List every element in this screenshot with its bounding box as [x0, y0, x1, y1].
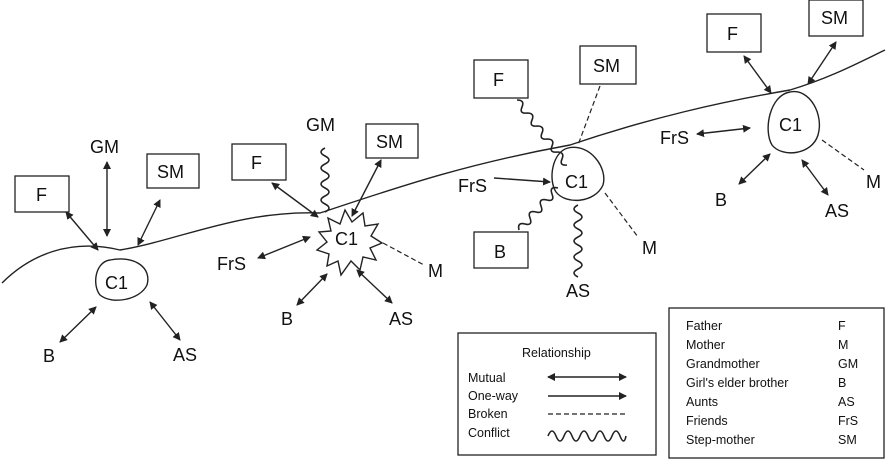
stepmother-box	[579, 45, 637, 85]
key-legend-name: Friends	[686, 414, 728, 428]
father-label: F	[251, 153, 262, 173]
broken-line-stepmother	[577, 85, 601, 146]
aunts-label: AS	[825, 201, 849, 221]
stage-1: C1 F GM SM B AS	[14, 137, 200, 366]
mutual-arrow-father	[743, 55, 772, 94]
mutual-arrow-brother	[59, 306, 97, 343]
child-node	[551, 146, 605, 202]
broken-line-mother	[604, 192, 639, 238]
key-legend-rows: Father F Mother M Grandmother GM Girl's elder …	[686, 319, 858, 447]
key-legend: Father F Mother M Grandmother GM Girl's elder …	[668, 307, 885, 459]
stepmother-box	[365, 123, 419, 159]
child-node	[767, 91, 820, 154]
brother-label: B	[281, 309, 293, 329]
father-label: F	[493, 70, 504, 90]
mutual-arrow-aunts	[801, 159, 829, 196]
mutual-arrow-father	[65, 211, 99, 251]
aunts-label: AS	[389, 309, 413, 329]
broken-line-mother	[821, 139, 865, 171]
key-legend-name: Girl's elder brother	[686, 376, 788, 390]
key-legend-abbr: AS	[838, 395, 855, 409]
key-legend-abbr: GM	[838, 357, 858, 371]
child-label: C1	[565, 172, 588, 192]
key-legend-name: Father	[686, 319, 722, 333]
key-legend-name: Step-mother	[686, 433, 755, 447]
father-box	[473, 59, 529, 99]
child-label: C1	[779, 115, 802, 135]
mutual-arrow-friends	[696, 124, 751, 138]
mutual-arrow-aunts	[149, 301, 181, 341]
aunts-label: AS	[173, 345, 197, 365]
timeline-curve	[1, 49, 886, 284]
stepmother-label: SM	[593, 56, 620, 76]
key-legend-abbr: SM	[838, 433, 857, 447]
conflict-line-brother	[517, 186, 559, 231]
relationship-legend-title: Relationship	[522, 346, 591, 360]
legend-label-broken: Broken	[468, 407, 508, 421]
friends-label: FrS	[217, 254, 246, 274]
key-legend-box	[668, 307, 885, 459]
friends-label: FrS	[660, 128, 689, 148]
stepmother-box	[146, 153, 200, 189]
child-label: C1	[105, 273, 128, 293]
key-legend-abbr: M	[838, 338, 848, 352]
key-legend-name: Grandmother	[686, 357, 760, 371]
brother-label: B	[494, 242, 506, 262]
aunts-label: AS	[566, 281, 590, 301]
child-node-conflict	[315, 208, 384, 277]
stepmother-box	[808, 0, 864, 37]
grandmother-label: GM	[90, 137, 119, 157]
legend-label-one-way: One-way	[468, 389, 519, 403]
conflict-line-aunts	[573, 204, 583, 278]
grandmother-label: GM	[306, 115, 335, 135]
stepmother-label: SM	[376, 132, 403, 152]
mutual-arrow-friends	[257, 235, 311, 260]
stepmother-label: SM	[821, 8, 848, 28]
one-way-arrow-friends	[493, 177, 551, 186]
stage-2: C1 F GM SM FrS B AS M	[217, 115, 443, 329]
legend-conflict-wave	[547, 430, 627, 442]
mutual-arrow-stepmother	[351, 159, 382, 217]
father-box	[14, 175, 70, 213]
relationship-legend: Relationship Mutual One-way Broken Confl…	[457, 332, 657, 456]
father-box	[231, 143, 287, 181]
mutual-arrow-brother	[296, 273, 328, 306]
mutual-arrow-stepmother	[137, 199, 161, 246]
mutual-arrow-father	[271, 182, 319, 218]
legend-label-mutual: Mutual	[468, 371, 506, 385]
father-box	[706, 13, 762, 53]
father-label: F	[727, 24, 738, 44]
key-legend-abbr: B	[838, 376, 846, 390]
brother-label: B	[715, 190, 727, 210]
key-legend-abbr: F	[838, 319, 846, 333]
stage-3: C1 F SM FrS B AS M	[458, 45, 657, 301]
mutual-arrow-stepmother	[807, 41, 837, 85]
mutual-arrow-brother	[738, 153, 771, 185]
friends-label: FrS	[458, 176, 487, 196]
child-label: C1	[335, 229, 358, 249]
mother-label: M	[642, 238, 657, 258]
stage-4: C1 F SM FrS B AS M	[660, 0, 881, 221]
brother-label: B	[43, 346, 55, 366]
mother-label: M	[866, 172, 881, 192]
mutual-arrow-aunts	[356, 269, 393, 304]
legend-label-conflict: Conflict	[468, 426, 510, 440]
stepmother-label: SM	[157, 162, 184, 182]
conflict-line-grandmother	[320, 147, 330, 213]
child-node	[94, 258, 149, 301]
conflict-line-father	[516, 99, 568, 166]
mother-label: M	[428, 261, 443, 281]
key-legend-abbr: FrS	[838, 414, 858, 428]
key-legend-name: Aunts	[686, 395, 718, 409]
brother-box	[473, 231, 529, 269]
father-label: F	[36, 185, 47, 205]
key-legend-name: Mother	[686, 338, 725, 352]
broken-line-mother	[382, 242, 425, 266]
